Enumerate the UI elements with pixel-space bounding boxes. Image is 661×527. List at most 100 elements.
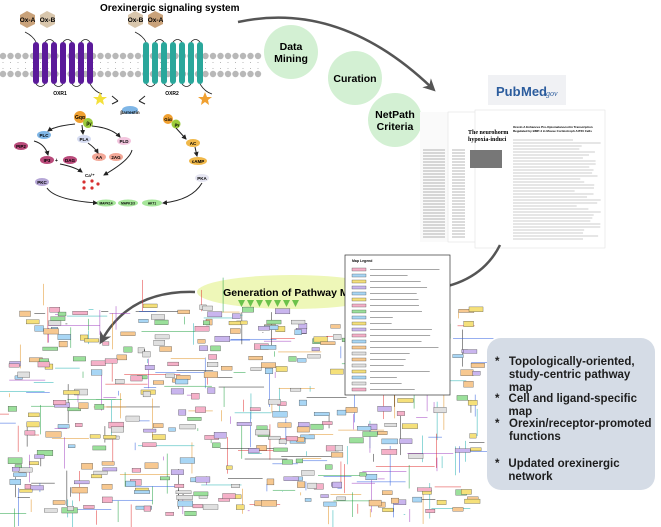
map-node	[207, 387, 216, 394]
map-node	[273, 447, 288, 452]
map-node	[19, 310, 31, 317]
map-node	[260, 345, 277, 350]
map-node	[102, 467, 118, 472]
map-node	[81, 463, 93, 470]
map-node	[417, 487, 432, 492]
map-node	[34, 325, 44, 332]
map-node	[283, 476, 299, 481]
feature-item: *Updated orexinergic network	[495, 458, 655, 484]
map-node	[268, 435, 281, 440]
node-dag	[63, 156, 77, 164]
map-node	[222, 493, 236, 499]
node-pkc	[35, 178, 49, 186]
svg-text:AA: AA	[96, 155, 103, 160]
map-node	[307, 482, 317, 489]
map-node	[101, 461, 115, 466]
map-node	[13, 472, 27, 477]
map-node	[470, 363, 485, 368]
map-node	[176, 495, 193, 500]
exchange-arrows	[111, 95, 146, 105]
map-node	[142, 442, 157, 447]
map-node	[377, 431, 388, 435]
map-node	[436, 499, 447, 505]
map-node	[17, 371, 30, 378]
map-node	[467, 400, 478, 406]
map-node	[248, 448, 260, 454]
node-aa	[92, 153, 106, 161]
map-node	[192, 504, 203, 509]
map-node	[208, 354, 217, 360]
map-node	[11, 467, 20, 472]
map-node	[330, 324, 341, 329]
map-node	[131, 468, 141, 473]
map-node	[102, 496, 113, 503]
map-node	[322, 421, 333, 425]
map-node	[89, 434, 101, 439]
feature-text: Topologically-oriented,study-centric pat…	[508, 356, 635, 394]
step-label: NetPath	[375, 109, 415, 121]
map-node	[311, 347, 320, 352]
svg-text:2AG: 2AG	[111, 155, 121, 160]
map-node	[298, 399, 307, 406]
map-node	[71, 486, 88, 494]
map-node	[202, 504, 219, 510]
map-node	[261, 362, 276, 369]
map-node	[334, 445, 343, 452]
flow-arrow-1	[237, 16, 436, 92]
map-node	[194, 326, 210, 332]
map-node	[174, 483, 185, 488]
map-node	[151, 314, 165, 320]
map-node	[452, 507, 464, 512]
map-node	[165, 373, 175, 378]
map-node	[137, 347, 145, 354]
map-node	[29, 461, 39, 466]
map-node	[330, 368, 344, 375]
map-node	[266, 319, 282, 325]
map-node	[320, 341, 336, 345]
map-node	[213, 432, 227, 439]
article-stack: The neurohorm hypoxia-induci Orexin A En…	[420, 109, 606, 249]
map-node	[134, 490, 150, 494]
node-pip2	[14, 142, 28, 150]
article-2-title: Orexin A Enhances Pro-Opiomelanocortin T…	[513, 125, 593, 129]
receptor-oxr2	[134, 31, 213, 95]
star-icon	[198, 92, 212, 105]
map-node	[90, 360, 106, 366]
star-bullet-icon: *	[495, 393, 500, 405]
svg-text:PLA: PLA	[80, 137, 90, 142]
map-node	[168, 427, 176, 432]
map-node	[175, 490, 192, 495]
cell-membrane	[0, 52, 262, 78]
map-node	[187, 417, 202, 421]
map-node	[101, 484, 113, 490]
map-node	[138, 319, 149, 323]
map-node	[184, 511, 197, 516]
map-node	[304, 498, 312, 502]
output-node	[118, 199, 138, 207]
map-node	[84, 338, 99, 343]
step-label: Mining	[274, 53, 308, 65]
star-bullet-icon: *	[495, 356, 500, 368]
map-node	[463, 321, 474, 327]
label-oxr1: OXR1	[53, 91, 67, 97]
feature-item: * Topologically-oriented,study-centric pa…	[495, 356, 655, 395]
map-node	[195, 476, 211, 483]
map-node	[177, 309, 190, 314]
map-node	[382, 507, 394, 512]
map-node	[212, 442, 221, 448]
map-node	[236, 422, 252, 426]
map-node	[359, 472, 367, 477]
star-bullet-icon: *	[495, 418, 500, 430]
node-pla	[77, 135, 91, 143]
svg-text:Map Legend: Map Legend	[352, 259, 372, 263]
map-node	[221, 366, 233, 371]
map-node	[313, 412, 330, 416]
map-node	[78, 402, 89, 409]
step-label: Criteria	[377, 121, 414, 133]
map-node	[18, 467, 33, 473]
map-node	[228, 321, 241, 326]
map-node	[310, 423, 324, 430]
map-node	[291, 319, 306, 325]
map-node	[325, 464, 333, 470]
map-node	[67, 505, 74, 511]
